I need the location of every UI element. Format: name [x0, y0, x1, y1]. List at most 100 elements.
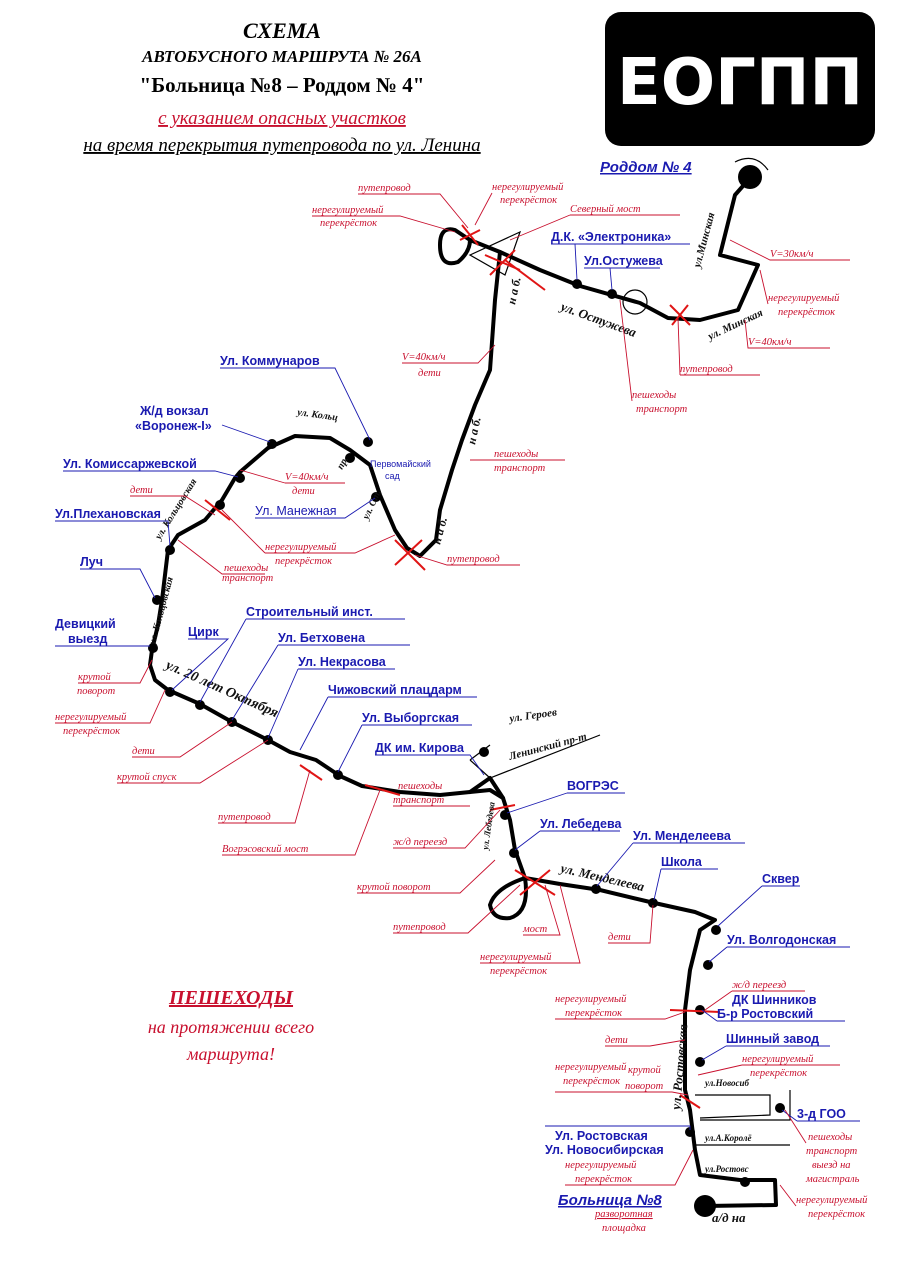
stop-dot [572, 279, 582, 289]
stop-leader [506, 792, 625, 814]
stop-label-komissarzhevskoy: Ул. Комиссаржевской [63, 457, 197, 471]
stop-label-vogres: ВОГРЭС [567, 779, 619, 793]
hazard-nereg-top-2: перекрёсток [320, 218, 377, 229]
street-leninsky: Ленинский пр-т [507, 730, 589, 763]
hazard-leader [480, 884, 581, 964]
hazard-nereg-minsk-1: нерегулируемый [768, 293, 840, 304]
hazard-leader [177, 539, 265, 575]
stop-label-vyborgskaya: Ул. Выборгская [362, 711, 459, 725]
park-pervomaysky-2: сад [385, 471, 401, 481]
route-loop-novosib [695, 1094, 771, 1119]
hazard-labels: путепровод нерегулируемый перекрёсток не… [55, 182, 868, 1234]
hazard-nereg-dev-1: нерегулируемый [55, 712, 127, 723]
stop-label-vokzal-1: Ж/д вокзал [139, 404, 209, 418]
stop-dot [345, 453, 355, 463]
stop-label-rostovskaya: Ул. Ростовская [555, 1129, 648, 1143]
stop-leader [514, 830, 620, 851]
terminal-rodom-arrow [734, 157, 769, 171]
hazard-deti-mend: дети [608, 932, 631, 943]
stop-label-devitsky-1: Девицкий [55, 617, 116, 631]
hazard-krutoy-dev-2: поворот [77, 686, 116, 697]
hazard-nereg-rost-2: перекрёсток [565, 1008, 622, 1019]
hazard-nereg-nov-1: нерегулируемый [565, 1160, 637, 1171]
stop-dot [500, 810, 510, 820]
stop-label-stroitelny: Строительный инст. [246, 605, 373, 619]
hazard-nereg-topR-2: перекрёсток [500, 195, 557, 206]
street-nab-3: н а б. [429, 515, 450, 545]
hazard-nereg-dev-2: перекрёсток [63, 726, 120, 737]
street-ad: а/д на [712, 1210, 746, 1225]
park-pervomaysky-1: Первомайский [370, 459, 431, 469]
stop-leader [267, 668, 395, 739]
hazard-mark [489, 804, 516, 811]
stop-leader [653, 868, 718, 901]
hazard-transport-ost: транспорт [636, 404, 688, 415]
hazard-leader [729, 239, 850, 261]
stop-label-skver: Сквер [762, 872, 800, 886]
street-nab-1: н а б. [504, 276, 523, 306]
hazard-deti-rost: дети [605, 1035, 628, 1046]
street-oktyabrya: ул. 20 лет Октября [162, 657, 281, 721]
stop-leader [55, 520, 171, 547]
street-novosib-line [700, 1090, 791, 1121]
notice-title: ПЕШЕХОДЫ [168, 987, 294, 1009]
hazard-nereg-goo-2: перекрёсток [808, 1209, 865, 1220]
hazard-leader [555, 1011, 686, 1020]
pedestrian-notice: ПЕШЕХОДЫ на протяжении всего маршрута! [148, 987, 314, 1064]
hazard-leader [402, 344, 496, 364]
stop-dot [591, 884, 601, 894]
stop-label-shkola: Школа [661, 855, 703, 869]
hazard-povorot-rost: поворот [625, 1081, 664, 1092]
stop-label-zd-goo: 3-д ГОО [797, 1107, 846, 1121]
street-rostovs: ул.Ростовс [704, 1164, 749, 1174]
stop-labels: Д.К. «Электроника» Ул.Остужева Ул. Комму… [55, 230, 860, 1157]
hazard-nereg-rost-4: перекрёсток [563, 1076, 620, 1087]
stop-label-chizhovsky: Чижовский плацдарм [328, 683, 462, 697]
street-kolts-1: ул. Кольц [296, 407, 339, 424]
stop-label-dk-kirova: ДК им. Кирова [375, 741, 465, 755]
stop-label-volgodonskaya: Ул. Волгодонская [727, 933, 836, 947]
hazard-razv-1: разворотная [594, 1209, 653, 1220]
stop-dot [215, 500, 225, 510]
hazard-nereg-kolts-2: перекрёсток [275, 556, 332, 567]
hazard-nereg-goo-1: нерегулируемый [796, 1195, 868, 1206]
hazard-razv-2: площадка [602, 1223, 646, 1234]
hazard-v40-minsk: V=40км/ч [748, 337, 792, 348]
hazard-leader [55, 689, 166, 724]
street-korolev: ул.А.Королё [704, 1133, 752, 1143]
hazard-transport-lenin: транспорт [393, 795, 445, 806]
stop-leader [231, 644, 410, 721]
hazard-marks [204, 224, 721, 1109]
stop-dot [685, 1127, 695, 1137]
logo-text: ЕОГПП [617, 46, 863, 120]
title-period-subtitle: на время перекрытия путепровода по ул. Л… [83, 135, 480, 156]
hazard-leader [132, 721, 233, 758]
hazard-leader [677, 317, 760, 376]
hazard-leader [704, 990, 805, 1011]
stop-label-dk-shinnikov: ДК Шинников [732, 993, 817, 1007]
stop-leader [701, 1009, 845, 1022]
ostuzheva-ring [622, 289, 648, 315]
hazard-leader [759, 269, 769, 305]
hazard-most-leb: мост [522, 924, 548, 935]
terminal-hospital-label: Больница №8 [558, 1192, 662, 1209]
notice-line-3: маршрута! [186, 1044, 275, 1064]
hazard-peshehody-ost: пешеходы [632, 390, 676, 401]
stop-leader [255, 497, 376, 519]
hazard-leader [565, 1149, 694, 1186]
terminal-hospital-marker [694, 1195, 716, 1217]
stop-label-b-rostovsky: Б-р Ростовский [717, 1007, 813, 1021]
stop-dot [703, 960, 713, 970]
hazard-nereg-top-1: нерегулируемый [312, 205, 384, 216]
stop-dot [235, 473, 245, 483]
stop-dot [695, 1005, 705, 1015]
hazard-transport-nab: транспорт [494, 463, 546, 474]
hazard-pesh-goo: пешеходы [808, 1132, 852, 1143]
stop-label-kommunarov: Ул. Коммунаров [220, 354, 320, 368]
stop-leader [375, 754, 485, 776]
hazard-vyezd-2: магистраль [805, 1174, 860, 1185]
hazard-putepr-leb: путепровод [393, 922, 446, 933]
stop-dot [165, 545, 175, 555]
hazard-nereg-topR-1: нерегулируемый [492, 182, 564, 193]
hazard-mark [394, 539, 426, 571]
